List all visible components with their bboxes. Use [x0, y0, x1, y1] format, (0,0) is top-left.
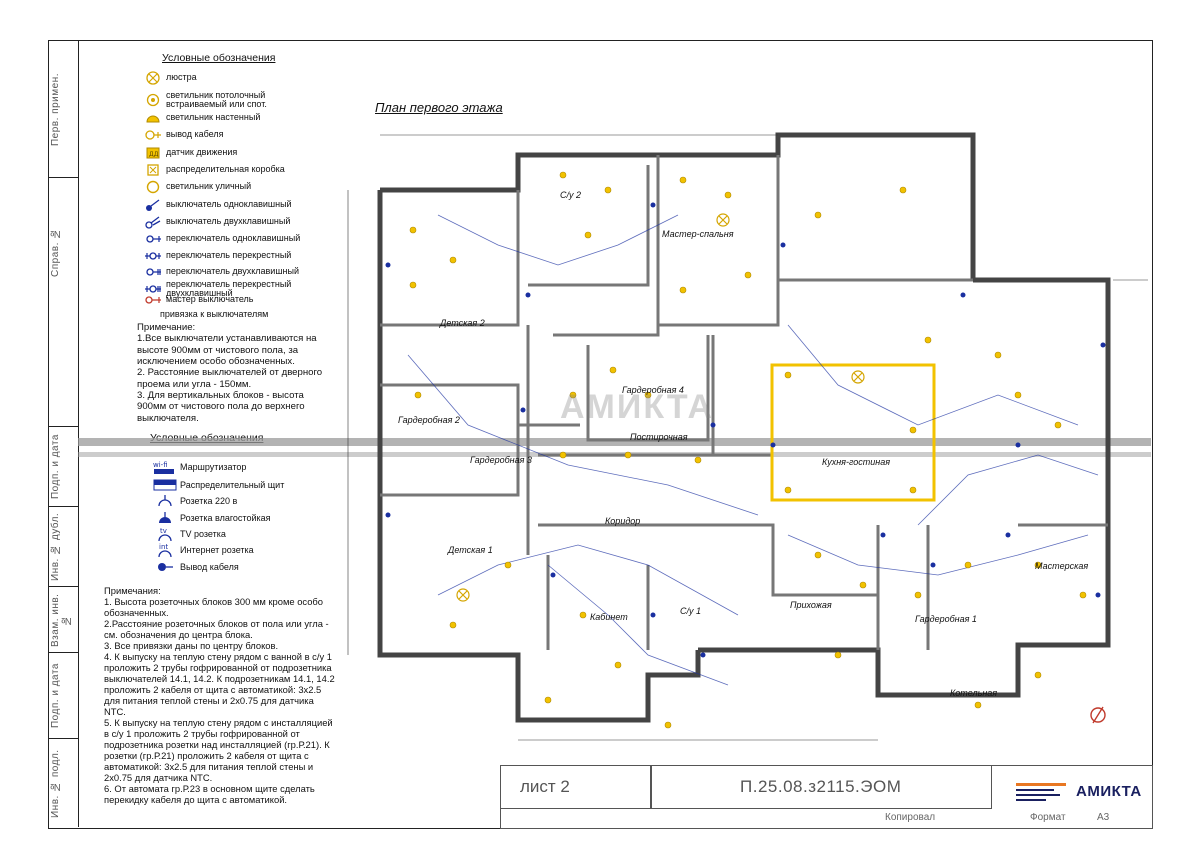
recessed-light-icon	[140, 92, 166, 108]
legend2-tv: tv TV розетка	[150, 526, 350, 542]
outdoor-light-icon	[140, 179, 166, 195]
legend-item-master: мастер выключатель	[140, 292, 340, 308]
room-label: Детская 2	[440, 318, 485, 328]
legend-item-toggle1: переключатель одноклавишный	[140, 231, 340, 247]
side-cell	[48, 177, 78, 328]
side-label-inv: Инв. № подл.	[50, 749, 61, 818]
legend-item-cross: переключатель перекрестный	[140, 248, 340, 264]
legend-title: Условные обозначения	[162, 52, 276, 64]
svg-text:int: int	[159, 543, 168, 551]
room-label: Гардеробная 3	[470, 455, 532, 465]
logo-text: АМИКТА	[1076, 783, 1142, 800]
cross-double-icon	[140, 281, 166, 297]
side-label-dup: Инв. № дубл.	[50, 512, 61, 582]
overlay-band	[78, 438, 1151, 446]
cross-switch-icon	[140, 248, 166, 264]
logo-mark-icon	[1016, 783, 1066, 801]
legend-item-toggle2: переключатель двухклавишный	[140, 264, 340, 280]
tv-socket-icon: tv	[150, 526, 180, 542]
side-title-strip	[48, 40, 79, 827]
master-switch-icon	[140, 292, 166, 308]
format-value: А3	[1097, 812, 1110, 823]
legend1-notes: Примечание: 1.Все выключатели устанавлив…	[137, 322, 323, 424]
room-label: С/у 2	[560, 190, 582, 200]
document-code: П.25.08.з2115.ЭОМ	[740, 777, 902, 796]
wet-socket-icon	[150, 510, 180, 526]
room-label: Мастерская	[1035, 561, 1089, 571]
room-label: Котельная	[950, 688, 998, 698]
cable-output-icon	[150, 559, 180, 575]
side-label-sign-date: Подп. и дата	[50, 434, 61, 500]
side-label-sign-date-2: Подп. и дата	[50, 663, 61, 729]
motion-sensor-icon: ДД	[140, 145, 166, 161]
legend-item-outdoor: светильник уличный	[140, 179, 340, 195]
legend2-router: wi-fi Маршрутизатор	[150, 459, 350, 475]
legend2-internet: int Интернет розетка	[150, 542, 350, 558]
switch-single-icon	[140, 197, 166, 213]
legend-item-switch1: выключатель одноклавишный	[140, 197, 340, 213]
format-label: Формат	[1030, 812, 1066, 823]
side-cell	[48, 506, 78, 587]
sheet-number: лист 2	[520, 777, 570, 796]
room-label: Кабинет	[590, 612, 628, 622]
side-cell	[48, 652, 78, 739]
junction-box-icon	[140, 162, 166, 178]
legend-item-wall-light: светильник настенный	[140, 110, 340, 126]
room-label: Постирочная	[630, 432, 688, 442]
watermark: АМИКТА	[560, 388, 715, 426]
room-label: Коридор	[605, 516, 641, 526]
switch-double-icon	[140, 214, 166, 230]
legend2-wet-socket: Розетка влагостойкая	[150, 510, 350, 526]
company-logo: АМИКТА	[1010, 775, 1141, 811]
room-label: Гардеробная 1	[915, 614, 977, 624]
toggle-double-icon	[140, 264, 166, 280]
room-label: Мастер-спальня	[662, 229, 734, 239]
wall-light-icon	[140, 110, 166, 126]
chandelier-icon	[140, 70, 166, 86]
legend2-socket: Розетка 220 в	[150, 493, 350, 509]
legend-item-chandelier: люстра	[140, 70, 340, 86]
legend2-panel: Распределительный щит	[150, 477, 350, 493]
room-label: Гардеробная 4	[622, 385, 684, 395]
legend-item-cable: вывод кабеля	[140, 127, 340, 143]
side-label-first-use: Перв. примен.	[50, 73, 61, 147]
side-cell	[48, 586, 78, 653]
legend2-notes: Примечания: 1. Высота розеточных блоков …	[104, 585, 335, 805]
side-cell	[48, 40, 78, 178]
title-block-cell	[500, 765, 652, 809]
legend-item-motion: ДД датчик движения	[140, 145, 340, 161]
svg-text:ДД: ДД	[149, 151, 159, 158]
side-label-replace: Взам. инв. №	[50, 593, 72, 647]
legend-item-switch2: выключатель двухклавишный	[140, 214, 340, 230]
legend-item-junction: распределительная коробка	[140, 162, 340, 178]
side-label-ref: Справ. №	[50, 227, 61, 278]
side-cell	[48, 738, 78, 828]
room-label: Прихожая	[790, 600, 832, 610]
socket-icon	[150, 493, 180, 509]
toggle-single-icon	[140, 231, 166, 247]
room-label: Кухня-гостиная	[822, 457, 891, 467]
legend-binding: привязка к выключателям	[160, 309, 269, 320]
room-label: Гардеробная 2	[398, 415, 460, 425]
svg-text:tv: tv	[160, 527, 167, 535]
svg-text:wi-fi: wi-fi	[153, 461, 168, 469]
room-label: С/у 1	[680, 606, 702, 616]
legend-item-recessed: светильник потолочный встраиваемый или с…	[140, 88, 340, 112]
legend2-cable: Вывод кабеля	[150, 559, 350, 575]
cable-outlet-icon	[140, 127, 166, 143]
legend-item-cross2: переключатель перекрестный двухклавишный	[140, 278, 340, 300]
plan-title: План первого этажа	[375, 100, 503, 115]
router-icon: wi-fi	[150, 459, 180, 475]
title-block-cell	[650, 765, 992, 809]
internet-socket-icon: int	[150, 542, 180, 558]
side-cell	[48, 426, 78, 507]
copied-label: Копировал	[885, 812, 936, 823]
panel-icon	[150, 477, 180, 493]
room-label: Детская 1	[448, 545, 493, 555]
floor-plan	[347, 132, 1148, 741]
